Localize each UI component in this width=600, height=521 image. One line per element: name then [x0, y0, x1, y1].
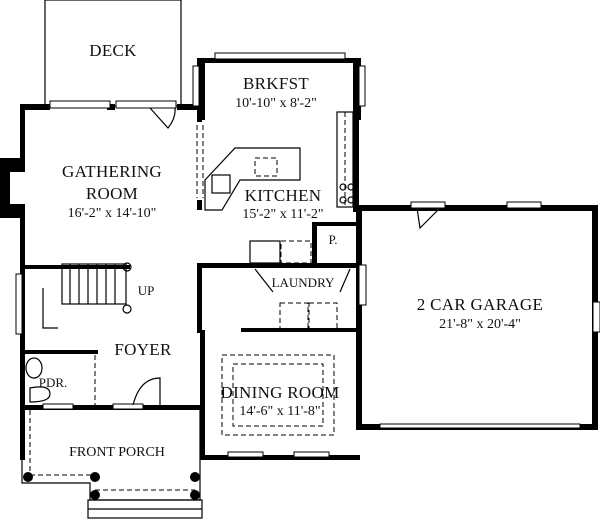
room-label-kitchen: KITCHEN [245, 186, 322, 205]
room-dims-dining: 14'-6" x 11'-8" [239, 404, 320, 419]
deck-door [149, 107, 176, 129]
room-dims-kitchen: 15'-2" x 11'-2" [242, 207, 323, 222]
staircase [42, 262, 132, 329]
front-door [132, 377, 161, 406]
room-label-pantry: P. [328, 232, 337, 247]
room-label-gathering-2: ROOM [86, 184, 138, 203]
front-porch [21, 410, 203, 519]
stairs-up-label: UP [138, 283, 155, 298]
garage-walls [360, 201, 600, 430]
room-label-laundry: LAUNDRY [272, 275, 335, 290]
room-label-brkfst: BRKFST [243, 74, 309, 93]
room-label-gathering-1: GATHERING [62, 162, 162, 181]
room-label-garage: 2 CAR GARAGE [417, 295, 543, 314]
powder-room-fixtures [25, 357, 51, 403]
room-dims-garage: 21'-8" x 20'-4" [439, 317, 521, 332]
kitchen-island [204, 147, 301, 211]
room-label-deck: DECK [89, 41, 137, 60]
laundry-fixtures [249, 240, 367, 330]
dining-tray-ceiling [221, 354, 335, 436]
kitchen-counter [336, 111, 355, 208]
room-dims-gathering: 16'-2" x 14'-10" [68, 206, 157, 221]
room-label-powder: PDR. [39, 375, 68, 390]
room-dims-brkfst: 10'-10" x 8'-2" [235, 96, 317, 111]
room-label-foyer: FOYER [114, 340, 172, 359]
room-label-porch: FRONT PORCH [69, 445, 165, 460]
windows [15, 52, 366, 458]
room-label-dining: DINING ROOM [221, 383, 340, 402]
